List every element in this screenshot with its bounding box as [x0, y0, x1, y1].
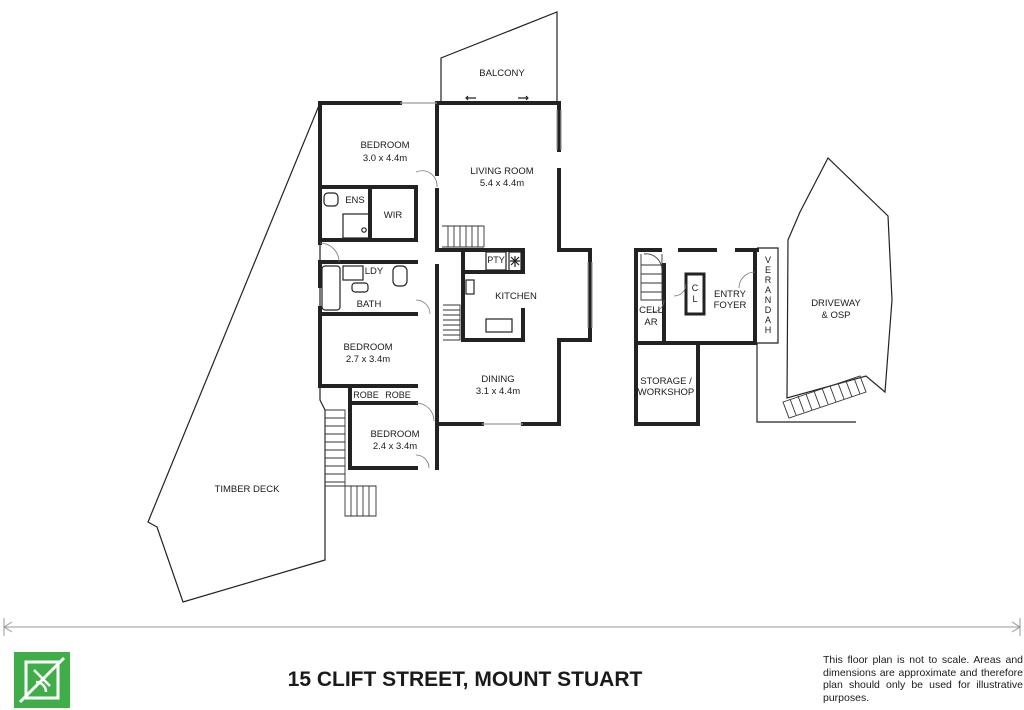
driveway-path-outline: [756, 343, 856, 423]
svg-text:E: E: [765, 265, 771, 275]
pantry-label: PTY: [487, 255, 505, 265]
svg-text:A: A: [765, 285, 771, 295]
main-windows: [400, 102, 593, 425]
driveway-stairs: [782, 375, 867, 419]
dining-dims: 3.1 x 4.4m: [476, 386, 520, 397]
laundry-label: LDY: [365, 266, 384, 277]
storage-label-2: WORKSHOP: [638, 387, 694, 398]
property-address-title: 15 CLIFT STREET, MOUNT STUART: [287, 668, 643, 691]
bedroom-3-label: BEDROOM: [370, 429, 419, 440]
driveway-outline: [786, 157, 893, 399]
svg-text:H: H: [765, 325, 772, 335]
kitchen-label: KITCHEN: [495, 291, 537, 302]
svg-text:N: N: [765, 295, 772, 305]
deck-stairs: [324, 409, 377, 517]
living-room-dims: 5.4 x 4.4m: [480, 178, 524, 189]
entry-stairs: [640, 253, 663, 301]
bedroom-1-label: BEDROOM: [360, 140, 409, 151]
timber-deck-outline: [147, 102, 326, 603]
fixtures: [321, 192, 522, 333]
svg-text:A: A: [765, 315, 771, 325]
entry-door: [651, 271, 756, 313]
balcony-label: BALCONY: [479, 68, 525, 79]
balcony-sliding-door: [465, 95, 529, 101]
linen-cupboard-l: L: [692, 294, 697, 304]
svg-text:D: D: [765, 305, 772, 315]
ensuite-label: ENS: [345, 195, 365, 206]
bedroom-3-dims: 2.4 x 3.4m: [373, 441, 417, 452]
bedroom-1-dims: 3.0 x 4.4m: [363, 153, 407, 164]
verandah-label: V E R A N D A H: [765, 255, 772, 335]
driveway-label-1: DRIVEWAY: [811, 298, 861, 309]
balcony-outline: [440, 11, 558, 102]
main-house-walls: [318, 101, 592, 470]
robe-2-label: ROBE: [385, 390, 411, 400]
bath-label: BATH: [357, 299, 382, 310]
storage-label-1: STORAGE /: [640, 376, 692, 387]
main-stairs: [442, 225, 485, 341]
driveway-label-2: & OSP: [821, 310, 850, 321]
cellar-label-2: AR: [644, 317, 657, 328]
bedroom-2-label: BEDROOM: [343, 342, 392, 353]
entry-building-walls: [634, 248, 759, 426]
entry-foyer-label-2: FOYER: [714, 300, 747, 311]
dining-label: DINING: [481, 374, 514, 385]
disclaimer-text: This floor plan is not to scale. Areas a…: [823, 654, 1023, 704]
bedroom-2-dims: 2.7 x 3.4m: [346, 354, 390, 365]
wir-label: WIR: [384, 210, 403, 221]
brand-logo-icon: [14, 652, 70, 708]
linen-cupboard-c: C: [692, 283, 699, 293]
divider-line: [3, 618, 1021, 636]
cellar-label-1: CELL: [639, 305, 663, 316]
door-swings: [319, 170, 438, 469]
svg-text:R: R: [765, 275, 772, 285]
verandah-outline: [757, 247, 779, 344]
svg-text:V: V: [765, 255, 771, 265]
entry-foyer-label-1: ENTRY: [714, 289, 747, 300]
robe-1-label: ROBE: [353, 390, 379, 400]
living-room-label: LIVING ROOM: [470, 166, 533, 177]
timber-deck-label: TIMBER DECK: [215, 484, 281, 495]
